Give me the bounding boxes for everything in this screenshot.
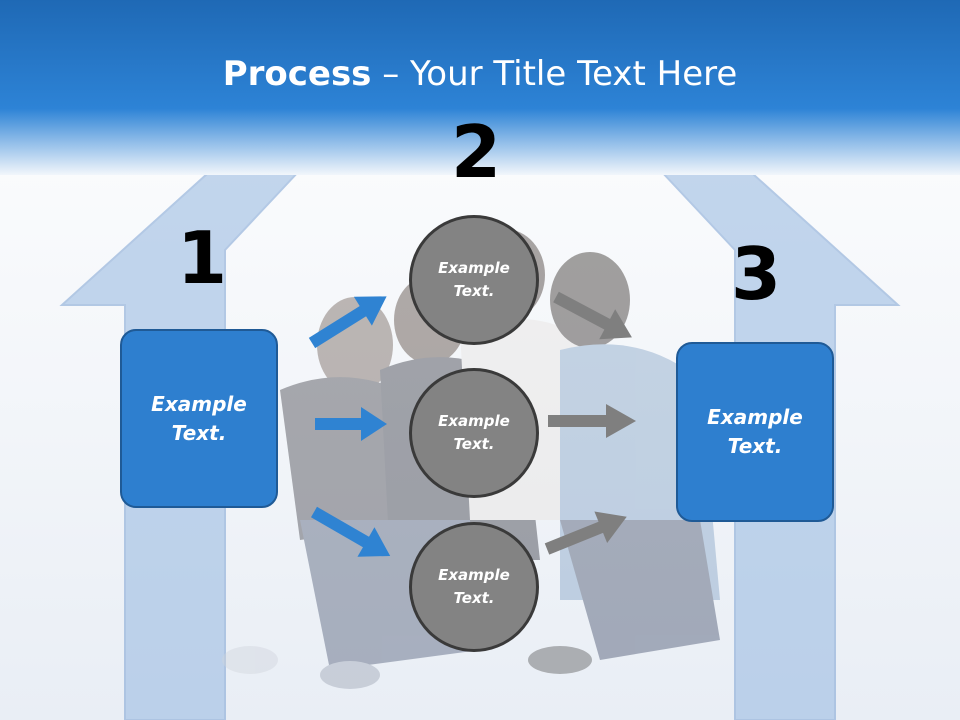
process-circle-middle[interactable]: Example Text. xyxy=(409,368,539,498)
arrows-circles-to-right xyxy=(544,291,636,555)
circle-middle-line2: Text. xyxy=(453,435,495,453)
circle-bottom-line1: Example xyxy=(438,566,510,584)
step-number-3: 3 xyxy=(731,232,782,316)
title-rest: – Your Title Text Here xyxy=(371,54,738,94)
left-box-line1: Example xyxy=(151,391,247,416)
circle-bottom-line2: Text. xyxy=(453,589,495,607)
right-text-box[interactable]: Example Text. xyxy=(676,342,834,522)
circle-middle-line1: Example xyxy=(438,412,510,430)
slide-title: Process – Your Title Text Here xyxy=(0,54,960,94)
arrows-left-to-circles xyxy=(308,296,391,557)
arrow-down-right xyxy=(311,506,391,557)
right-box-line2: Text. xyxy=(727,434,783,458)
process-circle-bottom[interactable]: Example Text. xyxy=(409,522,539,652)
step-number-2: 2 xyxy=(451,110,502,194)
left-text-box[interactable]: Example Text. xyxy=(120,329,278,508)
arrow-up-right-gray xyxy=(544,511,627,555)
right-box-line1: Example xyxy=(707,405,803,429)
title-bold: Process xyxy=(222,54,372,94)
arrow-right xyxy=(315,407,387,441)
arrow-up-right xyxy=(308,296,387,349)
circle-top-line2: Text. xyxy=(453,282,495,300)
arrow-down-right-gray xyxy=(553,291,632,340)
process-circle-top[interactable]: Example Text. xyxy=(409,215,539,345)
left-box-line2: Text. xyxy=(171,420,227,445)
header-band xyxy=(0,0,960,175)
step-number-1: 1 xyxy=(177,216,228,300)
circle-top-line1: Example xyxy=(438,259,510,277)
arrow-right-gray xyxy=(548,404,636,438)
